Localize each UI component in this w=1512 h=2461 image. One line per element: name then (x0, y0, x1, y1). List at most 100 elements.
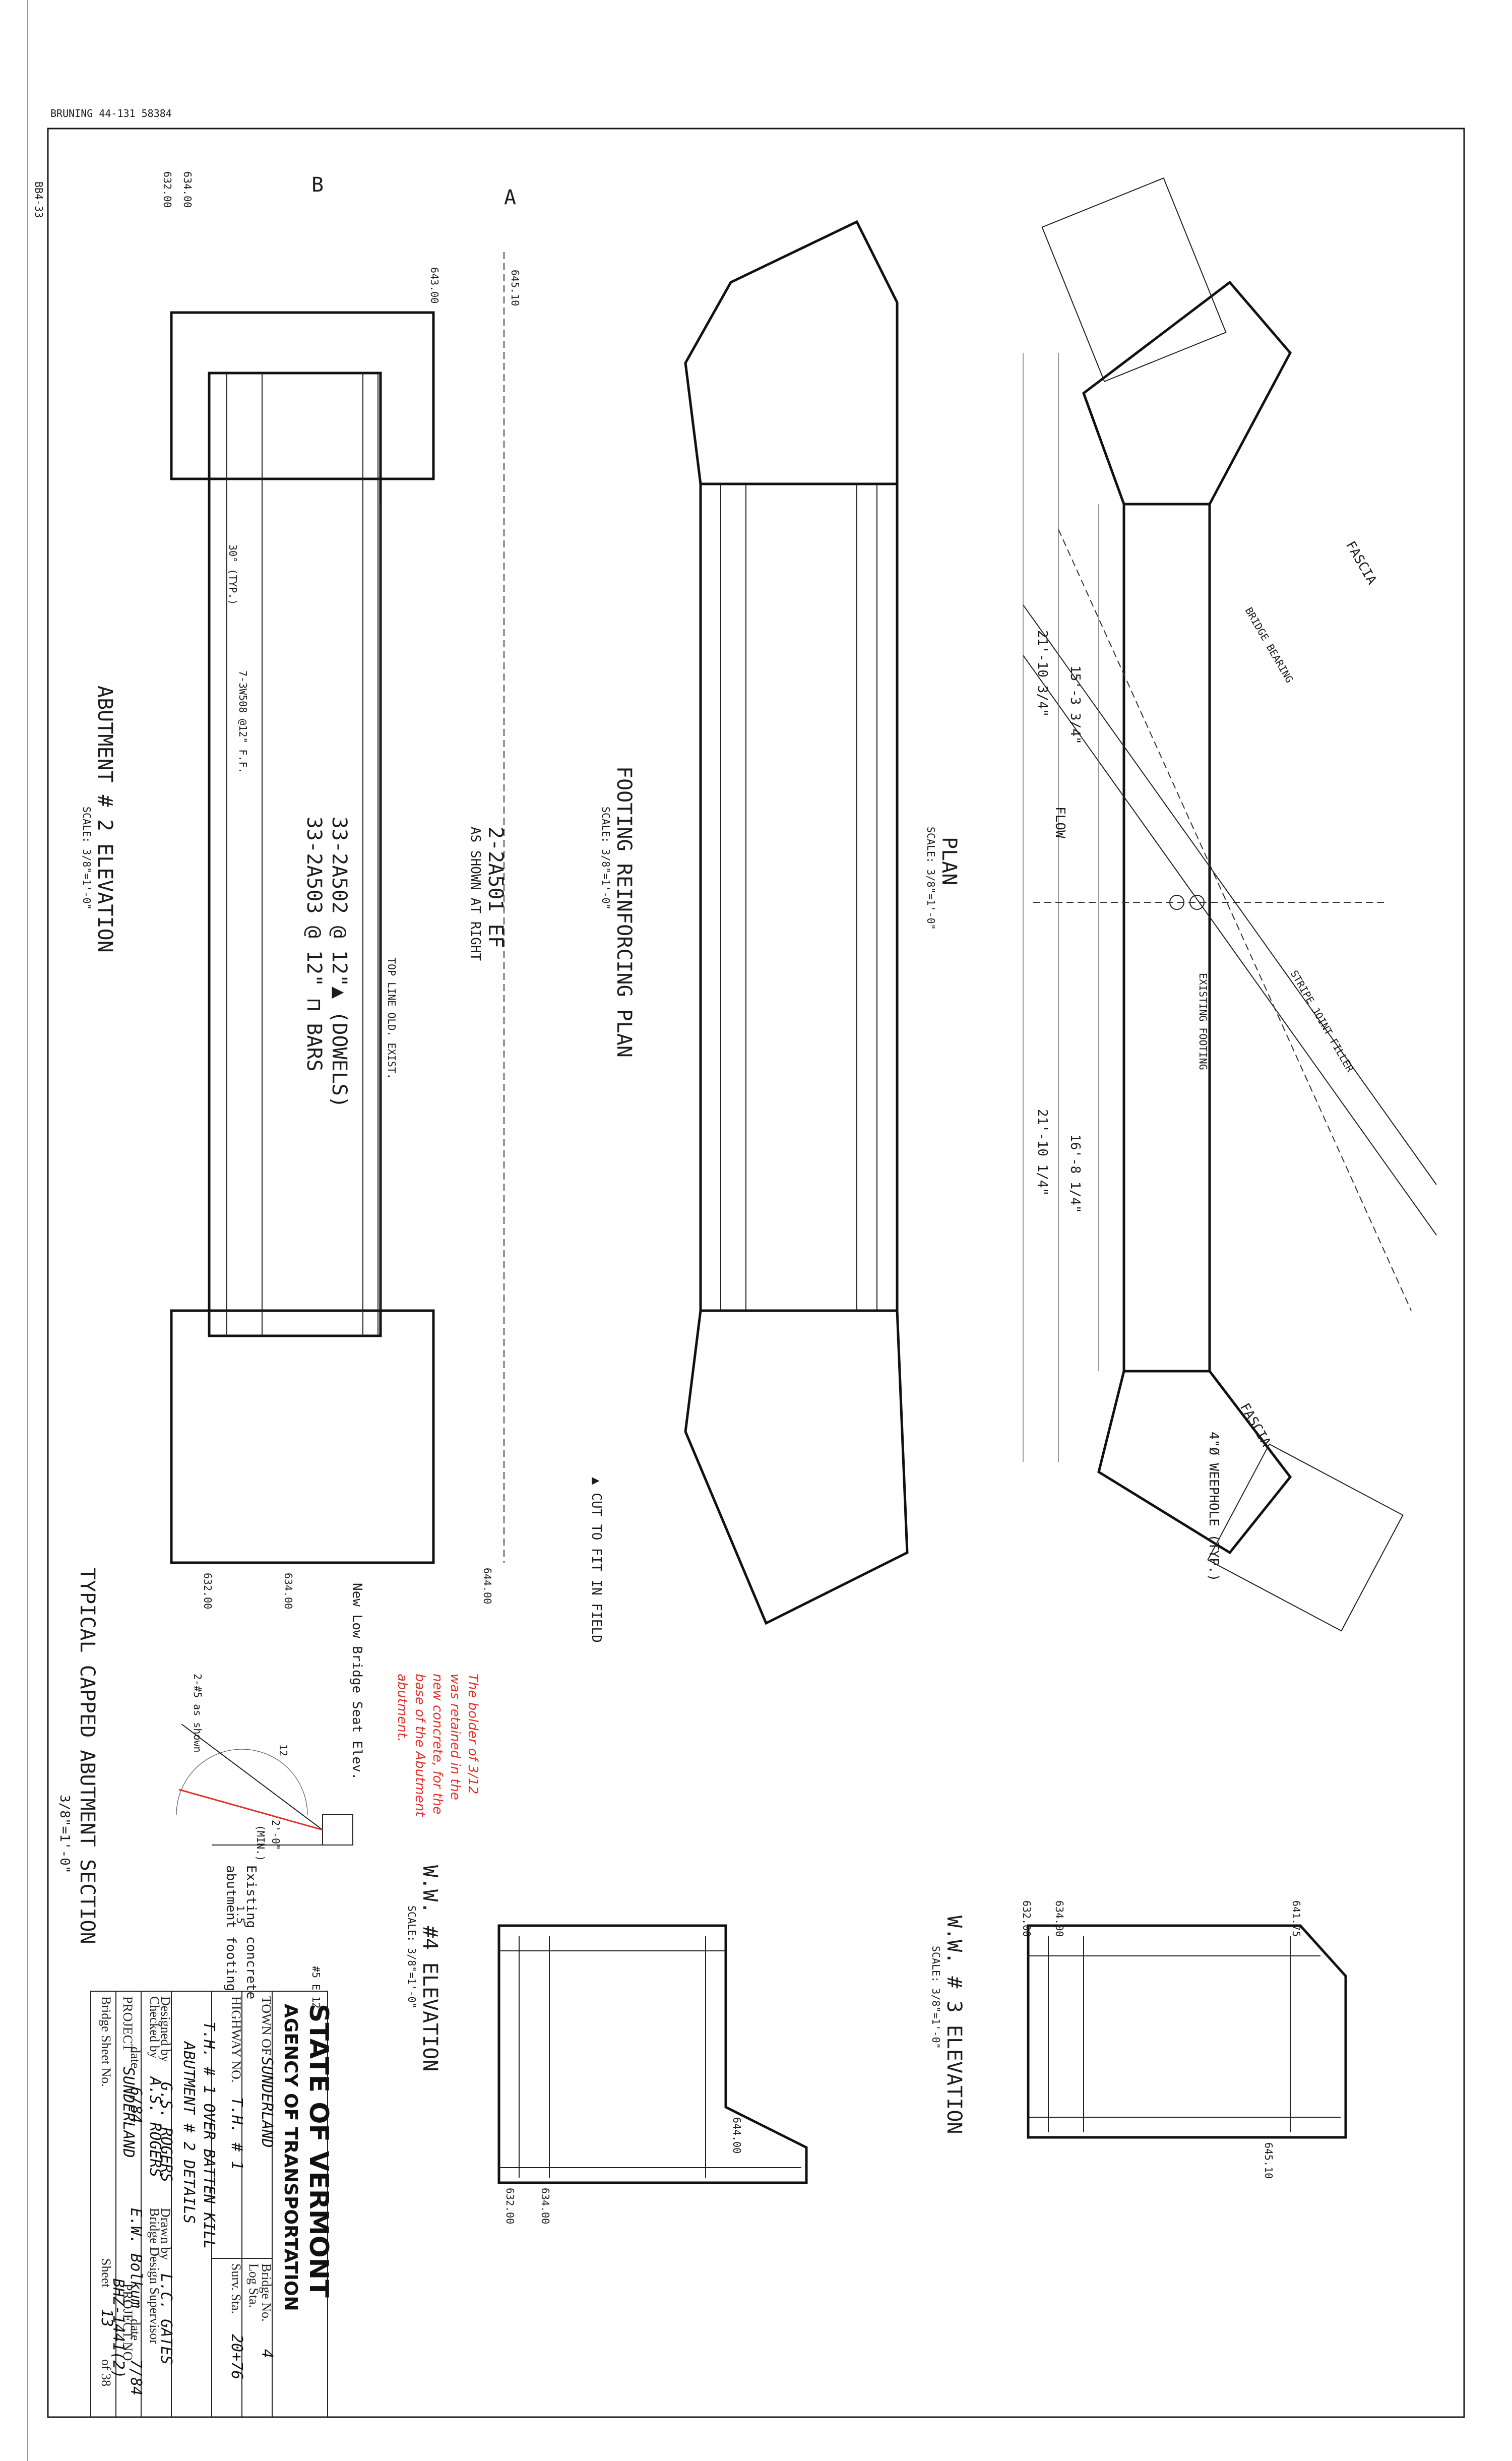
ww4-elev-63200: 632.00 (504, 2188, 516, 2224)
ww4-title: W.W. #4 ELEVATION (418, 1865, 442, 2071)
abutment-2a501-note: 2-2A501 EF (484, 827, 507, 948)
tb-date-sup: 7/84 (127, 2359, 145, 2395)
ww4-outline (497, 1924, 808, 2184)
ww3-title: W.W. # 3 ELEVATION (942, 1916, 966, 2134)
tb-supervisor-value: E.W. Bolkum (127, 2208, 145, 2308)
plan-dim-total-2: 21'-10 1/4" (1035, 1109, 1050, 1196)
capped-slope-line (181, 1724, 323, 1830)
abutment-top-line-note: TOP LINE OLD. EXIST. (386, 958, 398, 1079)
ww3-elevation: W.W. # 3 ELEVATION SCALE: 3/8"=1'-0" 645… (930, 1900, 1347, 2179)
tb-date-checked: 6/84 (127, 2087, 145, 2123)
tb-supervisor-label: Bridge Design Supervisor (147, 2208, 162, 2344)
capped-arc (176, 1749, 308, 1815)
abutment-elev-64400: 644.00 (481, 1568, 493, 1604)
footing-wing-left (684, 220, 899, 485)
tb-sheet-no: 13 (98, 2309, 115, 2327)
title-block: STATE OF VERMONT AGENCY OF TRANSPORTATIO… (90, 1991, 334, 2418)
capped-new-seat: New Low Bridge Seat Elev. (349, 1583, 364, 1780)
plan-skew-line-3 (1058, 529, 1412, 1311)
plan-wingwall-right-box (1207, 1443, 1404, 1632)
capped-dim-2ft: 2'-0" (270, 1820, 282, 1850)
plan-existing-footing-label: EXISTING FOOTING (1197, 973, 1209, 1070)
plan-abutment-outline (1122, 503, 1211, 1373)
abutment-stem (208, 372, 382, 1337)
tb-town-value: SUNDERLAND (258, 2057, 276, 2148)
footing-main-body (699, 482, 899, 1312)
tb-project-value: SUNDERLAND (119, 2067, 137, 2158)
plan-stripe-joint-label: STRIPE JOINT FILLER (1288, 968, 1357, 1075)
ww3-scale: SCALE: 3/8"=1'-0" (930, 1946, 942, 2049)
abutment-shown-note: AS SHOWN AT RIGHT (468, 827, 483, 961)
capped-abutment-footing: abutment footing (223, 1865, 238, 1991)
tb-highway-value: T.H. # 1 (228, 2097, 245, 2170)
redline-note-1: The bolder of 3/12 (465, 1674, 480, 1794)
ww3-elev-64175: 641.75 (1290, 1900, 1302, 1937)
plan-skew-line-1 (1023, 604, 1437, 1185)
abutment-3w508-note: 7-3W508 @12" F.F. (237, 670, 249, 774)
tb-project-label: PROJECT (120, 1996, 135, 2052)
plan-scale: SCALE: 3/8"=1'-0" (925, 827, 937, 930)
abutment-elev-63200-b: 632.00 (202, 1573, 214, 1609)
tb-desc1: T.H. # 1 OVER BATTEN KILL (200, 2021, 218, 2249)
tb-date-label-1: date (128, 2047, 143, 2068)
abutment-title: ABUTMENT # 2 ELEVATION (93, 686, 116, 953)
tb-log-label: Log Sta. (246, 2263, 261, 2308)
capped-redline-stroke (178, 1789, 323, 1831)
plan-dim-total-1: 21'-10 3/4" (1035, 630, 1050, 717)
tb-date-label-2: date (128, 2319, 143, 2341)
plan-weephole-label: 4"Ø WEEPHOLE (TYP.) (1206, 1432, 1221, 1581)
footing-wing-right (684, 1309, 909, 1625)
edge-mark: BB4-33 (33, 181, 45, 218)
ww4-elev-64400: 644.00 (731, 2117, 743, 2154)
abutment-2-elevation: ABUTMENT # 2 ELEVATION SCALE: 3/8"=1'-0"… (81, 171, 521, 1609)
capped-as-shown: 2-#5 as shown (192, 1674, 204, 1753)
ww4-scale: SCALE: 3/8"=1'-0" (406, 1905, 418, 2009)
capped-bars-e12: #5 E 12 (310, 1966, 322, 2008)
tb-desc2: ABUTMENT # 2 DETAILS (180, 2041, 198, 2224)
tb-project-no-label: PROJECT NO. (120, 2284, 135, 2364)
capped-existing-concrete: Existing concrete (243, 1865, 259, 1999)
footing-title: FOOTING REINFORCING PLAN (612, 766, 636, 1058)
abutment-footing (170, 1309, 435, 1564)
tb-drawn-label: Drawn by (158, 2208, 173, 2260)
tb-project-no-value: BHZ-1441(2) (109, 2279, 127, 2379)
tb-sheet-of: of 38 (99, 2359, 113, 2386)
ww4-elevation: W.W. #4 ELEVATION SCALE: 3/8"=1'-0" 644.… (406, 1865, 808, 2224)
ww3-elev-63400: 634.00 (1053, 1900, 1065, 1937)
ww3-elev-64510: 645.10 (1263, 2142, 1275, 2179)
title-block-frame (90, 1991, 328, 2418)
plan-control-point-2 (1189, 895, 1205, 910)
tb-sheet-word: Sheet (99, 2258, 113, 2288)
abutment-ubars-note: 33-2A503 @ 12" ⊓ BARS (302, 817, 326, 1072)
redline-note-4: base of the Abutment (412, 1674, 427, 1817)
plan-mark-b: B (311, 173, 324, 197)
plan-bearing-label: BRIDGE BEARING (1243, 605, 1296, 685)
plan-cut-to-fit-note: ▲ CUT TO FIT IN FIELD (589, 1477, 604, 1643)
plan-fascia-label-2: FASCIA (1237, 1401, 1274, 1450)
footing-scale: SCALE: 3/8"=1'-0" (600, 807, 612, 910)
tb-drawn-value: L.C. GATES (157, 2273, 175, 2365)
tb-checked-label: Checked by (147, 1996, 162, 2058)
tb-highway-label: HIGHWAY NO. (229, 1996, 243, 2082)
tb-sheet-label: Bridge Sheet No. (99, 1996, 113, 2087)
tb-state: STATE OF VERMONT (303, 2004, 334, 2298)
capped-slope-1: 1.5 (234, 1905, 246, 1924)
tb-checked-value: A.S. ROGERS (146, 2076, 164, 2177)
abutment-elev-64510-a: 645.10 (509, 270, 521, 306)
abutment-scale: SCALE: 3/8"=1'-0" (81, 807, 93, 910)
plan-mark-a: A (504, 186, 516, 209)
redline-note-2: was retained in the (448, 1674, 463, 1800)
tb-bridge-no-value: 4 (258, 2349, 276, 2358)
abutment-slope-note: 30° (TYP.) (227, 544, 239, 605)
plan-control-point-1 (1169, 895, 1184, 910)
abutment-elev-63400-a: 634.00 (181, 171, 194, 208)
abutment-dowels-note: 33-2A502 @ 12"▲ (DOWELS) (328, 817, 351, 1108)
capped-slope-12: 12 (277, 1744, 289, 1756)
capped-seat (322, 1814, 353, 1845)
plan-title: PLAN (937, 837, 961, 885)
tb-town-label: TOWN OF (259, 1996, 274, 2055)
tb-agency: AGENCY OF TRANSPORTATION (280, 2004, 301, 2311)
abutment-footing-top (170, 311, 435, 480)
capped-title: TYPICAL CAPPED ABUTMENT SECTION (76, 1568, 99, 1944)
